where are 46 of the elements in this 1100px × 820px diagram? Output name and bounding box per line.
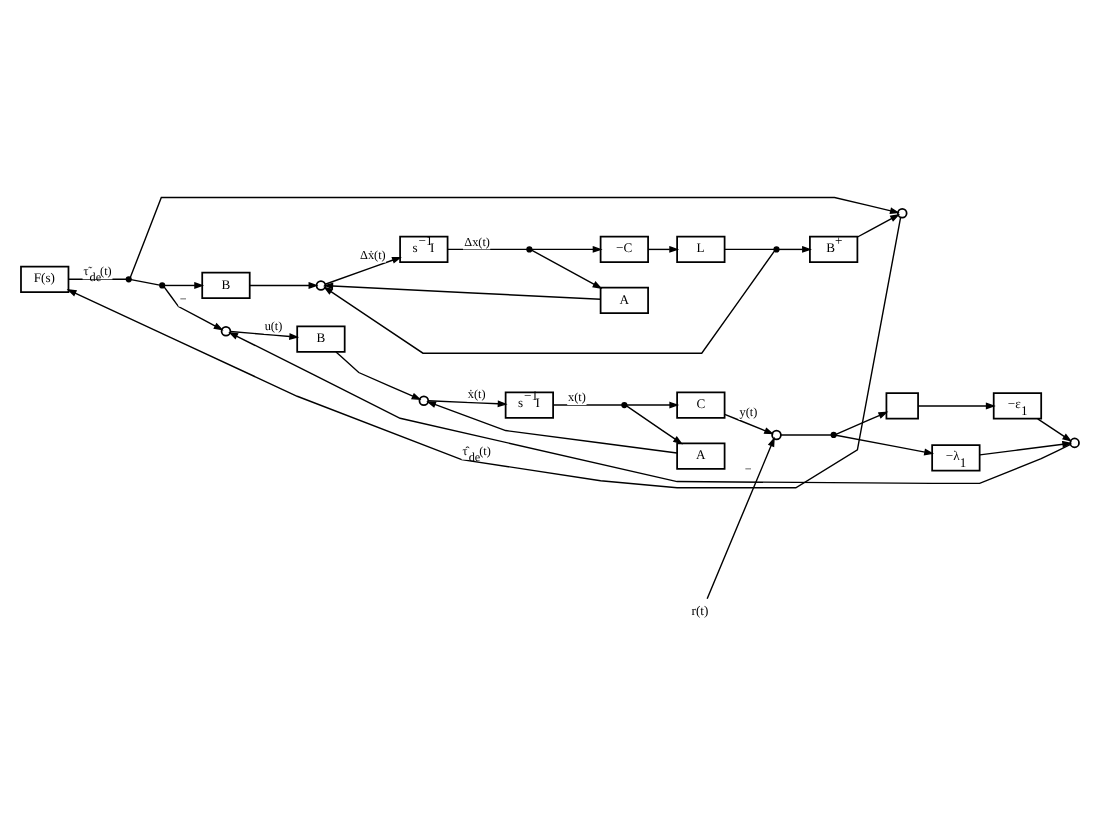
connector [780, 433, 832, 435]
node-circle [220, 324, 232, 336]
arrow [625, 404, 683, 444]
arrow [163, 285, 224, 330]
arrow [835, 433, 935, 455]
connector [67, 277, 127, 279]
arrow [229, 329, 300, 339]
node-circle [418, 394, 430, 405]
arrow [228, 330, 1072, 484]
arrow [856, 213, 901, 237]
arrow [706, 435, 775, 599]
node-circle [1069, 436, 1080, 448]
node-dot [159, 281, 166, 288]
node-circle [315, 279, 327, 290]
arrow [531, 244, 603, 252]
arrow [324, 255, 402, 284]
arrow [249, 281, 319, 288]
node-dot [621, 400, 628, 408]
connector [130, 277, 161, 285]
arrow [724, 412, 775, 434]
arrow [778, 244, 812, 252]
arrow [426, 400, 678, 453]
arrow [835, 410, 889, 435]
connector [724, 247, 775, 250]
node-circle [896, 207, 908, 218]
arrow [323, 249, 776, 353]
node-box [885, 391, 919, 419]
node-circle [771, 428, 782, 440]
connector [447, 247, 528, 250]
arrow [163, 281, 205, 288]
arrow [530, 248, 603, 288]
arrow [1037, 417, 1073, 441]
arrow [335, 350, 422, 399]
arrow [66, 215, 902, 488]
node-dot [526, 245, 533, 252]
arrow [626, 400, 680, 408]
node-dot [125, 275, 132, 282]
connector [552, 403, 623, 405]
node-dot [830, 430, 837, 438]
arrow [129, 195, 900, 278]
arrow [427, 399, 508, 407]
arrow [979, 439, 1073, 455]
arrow [917, 401, 996, 409]
arrow [323, 281, 602, 299]
node-dot [773, 245, 780, 252]
arrow [647, 244, 680, 252]
